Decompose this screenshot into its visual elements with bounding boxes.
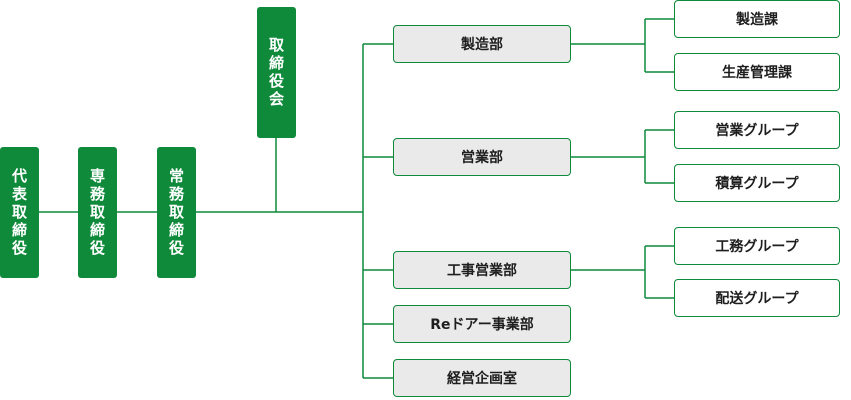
- senior-managing-director-box: 専務取締役: [78, 147, 117, 278]
- dept-manufacturing: 製造部: [393, 25, 571, 63]
- board-of-directors-box: 取締役会: [257, 7, 296, 138]
- dept-construction-sales: 工事営業部: [393, 251, 571, 289]
- managing-director-box: 常務取締役: [157, 147, 196, 278]
- dept-corporate-planning: 経営企画室: [393, 359, 571, 397]
- representative-director-box: 代表取締役: [0, 147, 39, 278]
- section-manufacturing: 製造課: [674, 0, 840, 38]
- section-engineering-group: 工務グループ: [674, 227, 840, 265]
- dept-sales: 営業部: [393, 138, 571, 176]
- section-production-control: 生産管理課: [674, 53, 840, 91]
- section-estimating-group: 積算グループ: [674, 164, 840, 202]
- section-sales-group: 営業グループ: [674, 111, 840, 149]
- section-delivery-group: 配送グループ: [674, 279, 840, 317]
- dept-redoor-business: Reドアー事業部: [393, 305, 571, 343]
